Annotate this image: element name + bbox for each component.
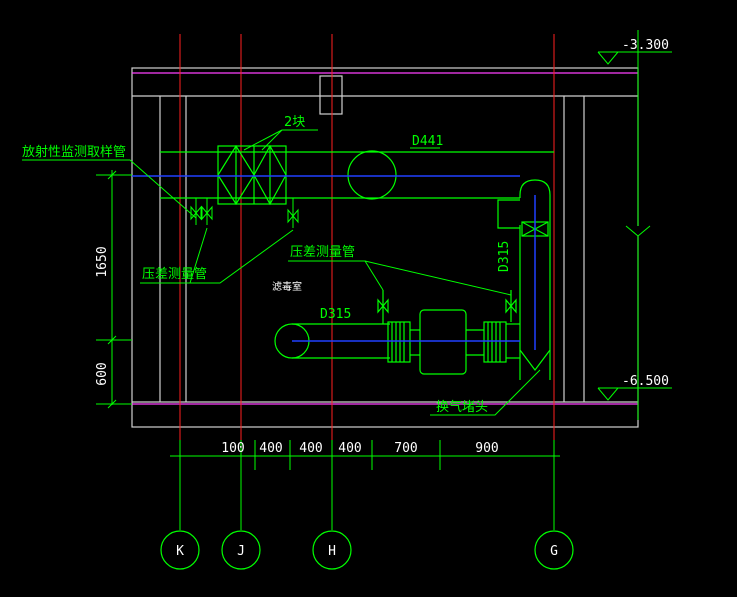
blocks-label: 2块 [284,115,305,130]
axis-g-bubble [534,530,574,570]
duct-d441-section [347,150,397,200]
ceiling-pillar [319,75,343,115]
lower-duct [274,290,520,375]
ventilation-hole-label: 换气堵头 [436,399,488,415]
d315-right-label: D315 [497,241,512,272]
dim-700: 700 [394,441,417,456]
axis-j-bubble [221,530,261,570]
elevation-texts: -3.300 -6.500 [622,38,669,389]
d315-left-label: D315 [320,307,351,322]
leaders [22,129,541,416]
axis-g-label: G [550,544,558,559]
annotation-texts: 放射性监测取样管 2块 D441 压差测量管 压差测量管 D315 换气堵头 [22,115,488,415]
axis-h-label: H [328,544,336,559]
dim-900: 900 [475,441,498,456]
dim-400-b: 400 [299,441,322,456]
elevation-top: -3.300 [622,38,669,53]
dim-400-a: 400 [259,441,282,456]
horizontal-dim-texts: 100 400 400 400 700 900 [221,441,498,456]
axis-h-bubble [312,530,352,570]
dim-100: 100 [221,441,244,456]
elevation-bottom: -6.500 [622,374,669,389]
axis-bubbles [160,530,574,570]
diff-pressure-left-label: 压差测量管 [142,267,207,282]
axis-k-bubble [160,530,200,570]
elevation-markers [597,51,672,401]
structure [131,67,639,428]
axis-bubble-leaders [179,30,651,530]
radiation-pipe-label: 放射性监测取样管 [22,144,126,160]
pipe-centerlines [132,175,536,350]
d441-label: D441 [412,134,443,149]
axis-labels: K J H G [176,544,558,559]
axis-k-label: K [176,544,184,559]
diff-pressure-right-label: 压差测量管 [290,245,355,260]
valves-upper [190,198,299,228]
axis-j-label: J [237,544,245,559]
level-lines [132,72,638,405]
room-label: 滤毒室 [272,280,302,293]
dim-400-c: 400 [338,441,361,456]
dim-600: 600 [95,362,110,385]
upper-duct [160,144,554,380]
horizontal-dimensions [170,440,560,470]
vertical-dimensions [96,170,132,409]
vertical-dim-texts: 1650 600 [95,246,110,385]
room-outline [131,67,639,428]
dim-1650: 1650 [95,246,110,277]
